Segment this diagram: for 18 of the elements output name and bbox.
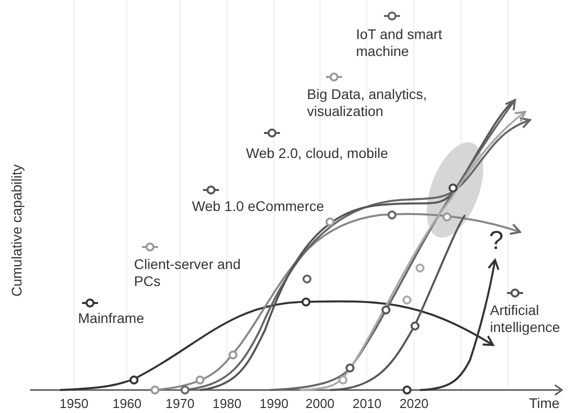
era-label: Web 2.0, cloud, mobile — [246, 145, 390, 162]
era-label: IoT and smart machine — [356, 26, 444, 60]
y-axis-title: Cumulative capability — [8, 163, 26, 299]
era-label: Artificial intelligence — [490, 302, 562, 336]
tick-label: 1970 — [164, 395, 196, 412]
tick-label: 1960 — [112, 395, 142, 412]
era-label: Big Data, analytics, visualization — [307, 86, 428, 120]
era-label: Mainframe — [78, 310, 146, 327]
tick-label: 1950 — [58, 395, 90, 412]
question-mark: ? — [489, 226, 504, 254]
tick-label: 1990 — [258, 395, 290, 412]
era-label: Web 1.0 eCommerce — [192, 198, 326, 215]
x-axis-title: Time — [529, 395, 561, 412]
tick-label: 2000 — [304, 395, 336, 412]
era-label: Client-server and PCs — [134, 256, 242, 290]
tick-label: 2020 — [398, 395, 430, 412]
tick-label: 2010 — [352, 395, 382, 412]
tick-label: 1980 — [212, 395, 242, 412]
